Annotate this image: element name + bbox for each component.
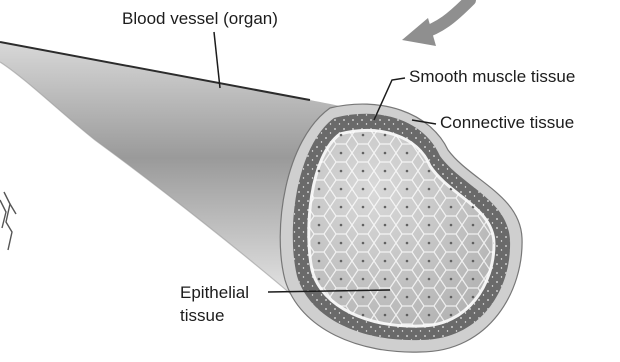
leader-organ: [214, 32, 220, 88]
curved-arrow: [402, 0, 470, 46]
label-connective-tissue: Connective tissue: [440, 113, 574, 133]
vessel-cross-section: [280, 104, 522, 352]
label-smooth-muscle-tissue: Smooth muscle tissue: [409, 67, 575, 87]
label-epithelial-line2: tissue: [180, 306, 224, 326]
label-epithelial-line1: Epithelial: [180, 283, 249, 303]
edge-sketch: [0, 192, 16, 250]
label-blood-vessel: Blood vessel (organ): [122, 9, 278, 29]
